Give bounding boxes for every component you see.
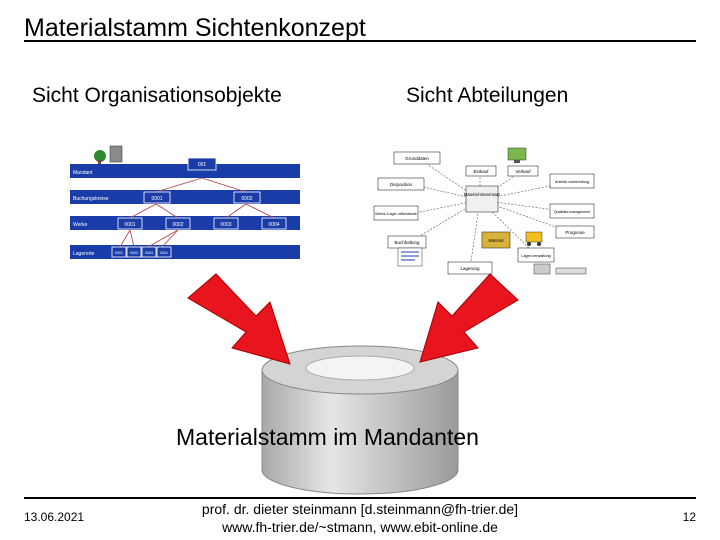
org-box-bk-1: 0001 [143, 191, 171, 204]
svg-text:0002: 0002 [172, 222, 183, 228]
svg-text:0002: 0002 [241, 196, 252, 202]
org-box-lager-3: 0003 [141, 246, 157, 258]
database-cylinder [261, 345, 459, 495]
row-label-buchungskreise: Buchungskreise [73, 196, 109, 202]
svg-text:Werks-/Lager-ortbestände: Werks-/Lager-ortbestände [375, 212, 417, 216]
node-grunddaten: Grunddaten [393, 151, 441, 165]
row-label-werke: Werke [73, 222, 88, 228]
org-box-werk-2: 0002 [165, 217, 191, 230]
svg-text:Lager-verwaltung: Lager-verwaltung [521, 254, 550, 258]
forklift-icon [525, 231, 543, 246]
svg-text:001: 001 [198, 162, 207, 168]
svg-text:0003: 0003 [220, 222, 231, 228]
row-label-mandant: Mandant [73, 170, 93, 176]
svg-text:Lagerung: Lagerung [460, 266, 480, 271]
svg-text:Buchhaltung: Buchhaltung [394, 240, 420, 245]
material-icon: Material [481, 231, 511, 249]
view-left-label: Sicht Organisationsobjekte [32, 84, 282, 107]
connector-lines [119, 177, 275, 248]
footer-rule [24, 497, 696, 499]
footer-author: prof. dr. dieter steinmann [d.steinmann@… [160, 500, 560, 536]
view-right-label: Sicht Abteilungen [406, 84, 569, 107]
svg-text:Einkauf: Einkauf [473, 169, 489, 174]
svg-text:Arbeits-vorbereitung: Arbeits-vorbereitung [555, 180, 589, 184]
svg-text:Disposition: Disposition [390, 182, 413, 187]
computer-icon [507, 147, 527, 163]
org-box-werk-3: 0003 [213, 217, 239, 230]
svg-text:Prognose: Prognose [565, 230, 585, 235]
svg-text:Qualitäts-management: Qualitäts-management [554, 210, 590, 214]
chart-icon [397, 247, 423, 267]
node-werks-lagerortbestaende: Werks-/Lager-ortbestände [373, 205, 419, 221]
node-lagerverwaltung: Lager-verwaltung [517, 247, 555, 263]
arrow-left [187, 273, 291, 365]
footer-date: 13.06.2021 [24, 510, 85, 524]
node-prognose: Prognose [555, 225, 595, 239]
org-objects-diagram: Mandant Buchungskreise Werke Lagerorte 0… [70, 145, 300, 259]
band-mandant [70, 164, 300, 178]
svg-text:0001: 0001 [124, 222, 135, 228]
org-box-werk-1: 0001 [117, 217, 143, 230]
node-lagerung: Lagerung [447, 261, 493, 275]
departments-diagram: Material-stammsatz Material Grunddaten E… [373, 147, 595, 275]
building-icon [94, 145, 123, 164]
row-label-lagerorte: Lagerorte [73, 251, 95, 257]
svg-text:0003: 0003 [145, 251, 153, 255]
node-arbeitsvorbereitung: Arbeits-vorbereitung [549, 173, 595, 189]
svg-text:0004: 0004 [268, 222, 279, 228]
org-box-lager-4: 0001 [156, 246, 172, 258]
node-buchhaltung: Buchhaltung [387, 235, 427, 249]
arrow-right [419, 273, 519, 363]
cylinder-label: Materialstamm im Mandanten [176, 424, 479, 450]
org-box-mandant: 001 [187, 157, 217, 171]
svg-text:0002: 0002 [130, 251, 138, 255]
org-box-werk-4: 0004 [261, 217, 287, 230]
svg-text:Material: Material [489, 238, 504, 243]
svg-text:0001: 0001 [151, 196, 162, 202]
svg-text:Material-stammsatz: Material-stammsatz [464, 192, 501, 197]
title-underline [24, 40, 696, 42]
slide-title: Materialstamm Sichtenkonzept [24, 14, 366, 42]
svg-text:Grunddaten: Grunddaten [405, 156, 429, 161]
node-verkauf: Verkauf [507, 165, 539, 177]
svg-text:Verkauf: Verkauf [515, 169, 531, 174]
org-box-lager-1: 0001 [111, 246, 127, 258]
node-einkauf: Einkauf [465, 165, 497, 177]
svg-text:0001: 0001 [115, 251, 123, 255]
workstation-icon [533, 263, 587, 275]
org-box-lager-2: 0002 [126, 246, 142, 258]
svg-text:0001: 0001 [160, 251, 168, 255]
org-box-bk-2: 0002 [233, 191, 261, 204]
node-qualitaetsmanagement: Qualitäts-management [549, 203, 595, 219]
footer-author-line: prof. dr. dieter steinmann [d.steinmann@… [201, 501, 519, 517]
footer-web-line: www.fh-trier.de/~stmann, www.ebit-online… [222, 519, 498, 535]
page-number: 12 [682, 510, 696, 524]
node-disposition: Disposition [377, 177, 425, 191]
material-master-document: Material-stammsatz [464, 185, 501, 213]
